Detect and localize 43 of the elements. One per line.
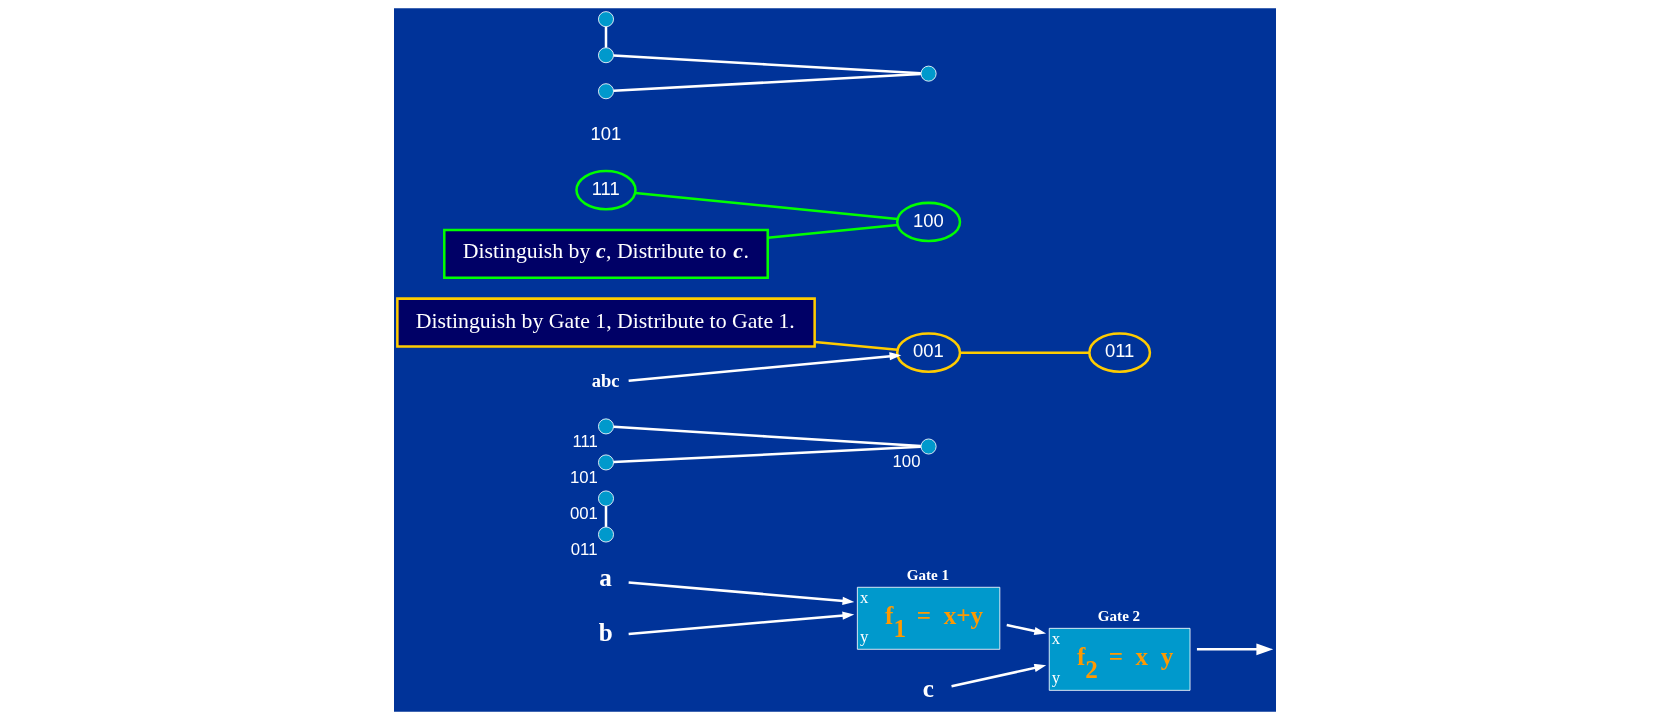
arrow	[628, 352, 902, 383]
arrow	[628, 581, 855, 605]
node-box: Distinguish by Gate 1, Distribute to Gate 1.	[396, 297, 816, 348]
node-text: 101	[590, 122, 622, 144]
connector	[814, 340, 898, 352]
connector	[613, 54, 921, 75]
node-box: Distinguish by c, Distribute to c.	[443, 228, 769, 279]
connector	[613, 445, 921, 464]
node-label: 101	[569, 468, 598, 488]
node-label: 001	[569, 504, 598, 524]
node-circle	[598, 47, 614, 64]
arrow	[1196, 643, 1274, 656]
arrow	[628, 611, 855, 636]
node-label: 111	[572, 432, 598, 452]
connector	[767, 223, 898, 240]
node-label: Gate 2	[1097, 608, 1141, 625]
node-ellipse: 001	[895, 332, 962, 373]
node-circle	[920, 438, 937, 455]
connector	[604, 26, 608, 48]
node-circle	[598, 526, 614, 543]
node-ellipse: 011	[1088, 332, 1152, 373]
node-circle	[598, 418, 614, 435]
connector	[613, 425, 921, 448]
node-label: 100	[892, 452, 921, 472]
connector	[604, 506, 608, 527]
arrow	[1006, 623, 1047, 636]
node-label: 011	[570, 540, 598, 560]
node-ellipse: 100	[895, 201, 962, 243]
node-text: c	[922, 674, 934, 702]
connector	[960, 351, 1090, 354]
connector	[635, 191, 898, 221]
node-label: Gate 1	[906, 567, 950, 584]
node-circle	[598, 83, 614, 100]
node-circle	[598, 490, 614, 507]
connector	[613, 72, 921, 93]
node-circle	[598, 11, 614, 28]
node-circle	[920, 65, 937, 82]
node-ellipse: 111	[575, 169, 637, 211]
node-circle	[598, 454, 614, 471]
node-text: a	[599, 564, 612, 592]
node-text: b	[598, 619, 613, 647]
arrow	[951, 663, 1047, 688]
node-text: abc	[591, 370, 620, 391]
